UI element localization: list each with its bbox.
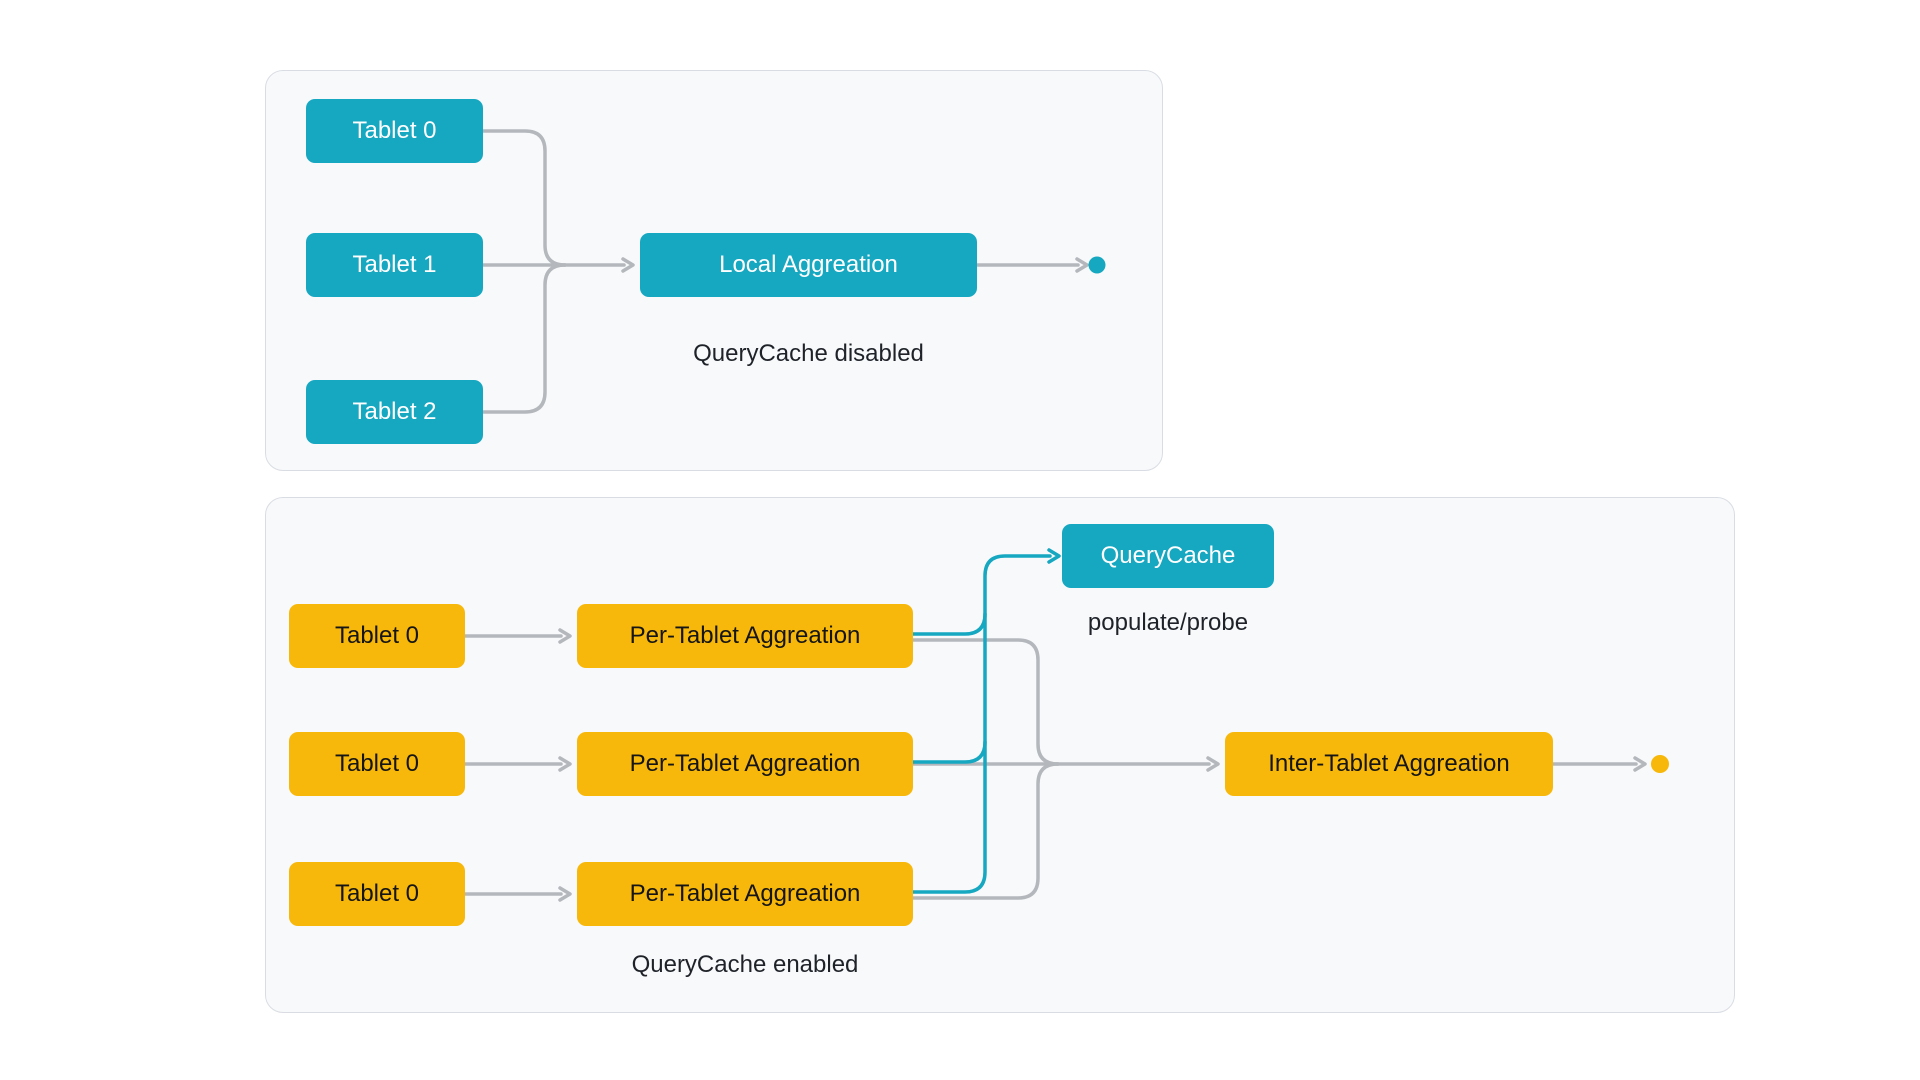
node-tablet-row3: Tablet 0: [289, 862, 465, 926]
node-tablet-1: Tablet 1: [306, 233, 483, 297]
node-tablet-2-label: Tablet 2: [352, 398, 437, 425]
node-per-tablet-aggregation-row2-label: Per-Tablet Aggreation: [629, 750, 861, 777]
node-local-aggregation-label: Local Aggreation: [719, 251, 898, 278]
node-tablet-row1-label: Tablet 0: [334, 622, 420, 649]
node-local-aggregation: Local Aggreation: [640, 233, 977, 297]
node-querycache-label: QueryCache: [1100, 542, 1236, 569]
node-tablet-row2: Tablet 0: [289, 732, 465, 796]
node-querycache: QueryCache: [1062, 524, 1274, 588]
caption-populate-probe: populate/probe: [1087, 609, 1249, 636]
node-tablet-row1: Tablet 0: [289, 604, 465, 668]
node-tablet-row2-label: Tablet 0: [334, 750, 420, 777]
caption-querycache-enabled: QueryCache enabled: [631, 951, 859, 978]
node-per-tablet-aggregation-row2: Per-Tablet Aggreation: [577, 732, 913, 796]
node-per-tablet-aggregation-row3: Per-Tablet Aggreation: [577, 862, 913, 926]
node-tablet-0: Tablet 0: [306, 99, 483, 163]
node-per-tablet-aggregation-row3-label: Per-Tablet Aggreation: [629, 880, 861, 907]
node-per-tablet-aggregation-row1-label: Per-Tablet Aggreation: [629, 622, 861, 649]
node-tablet-2: Tablet 2: [306, 380, 483, 444]
node-tablet-0-label: Tablet 0: [352, 117, 437, 144]
node-inter-tablet-aggregation-label: Inter-Tablet Aggreation: [1268, 750, 1510, 777]
caption-querycache-disabled: QueryCache disabled: [693, 340, 924, 367]
node-tablet-row3-label: Tablet 0: [334, 880, 420, 907]
node-per-tablet-aggregation-row1: Per-Tablet Aggreation: [577, 604, 913, 668]
node-inter-tablet-aggregation: Inter-Tablet Aggreation: [1225, 732, 1553, 796]
node-tablet-1-label: Tablet 1: [352, 251, 437, 278]
